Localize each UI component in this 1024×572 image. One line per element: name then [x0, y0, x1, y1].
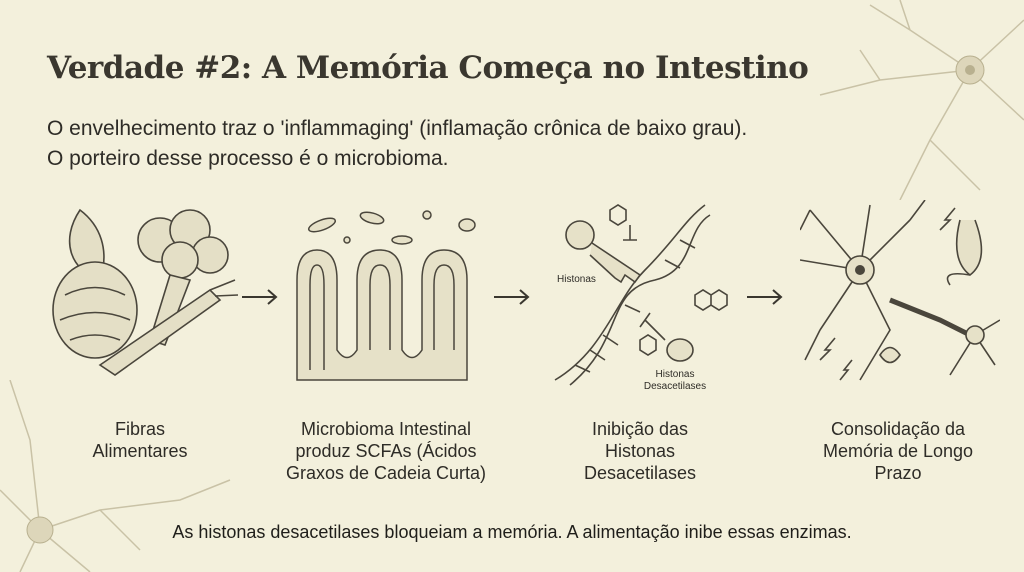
caption-line: Prazo	[874, 463, 922, 483]
subtitle-line-1: O envelhecimento traz o 'inflammaging' (…	[47, 117, 748, 140]
hdac-label-line-2: Desacetilases	[644, 381, 706, 390]
step-caption-fibras: Fibras Alimentares	[20, 418, 260, 462]
caption-line: Graxos de Cadeia Curta)	[285, 463, 487, 483]
caption-line: Desacetilases	[583, 463, 697, 483]
caption-line: Microbioma Intestinal	[300, 419, 472, 439]
arrow-right-icon	[242, 289, 278, 305]
neuron-decoration-top-right-icon	[819, 0, 1024, 200]
arrow-right-icon	[747, 289, 783, 305]
step-caption-consolidacao: Consolidação da Memória de Longo Prazo	[778, 418, 1018, 484]
caption-line: Alimentares	[92, 441, 188, 461]
caption-line: Consolidação da	[830, 419, 966, 439]
caption-line: Memória de Longo	[822, 441, 974, 461]
dna-key-icon: Histonas Histonas Desacetilases	[554, 204, 728, 390]
subtitle-line-2: O porteiro desse processo é o microbioma…	[47, 147, 449, 170]
step-caption-inibicao: Inibição das Histonas Desacetilases	[520, 418, 760, 484]
histonas-label: Histonas	[557, 274, 596, 285]
caption-line: produz SCFAs (Ácidos	[295, 441, 477, 461]
arrow-right-icon	[494, 289, 530, 305]
footer-note: As histonas desacetilases bloqueiam a me…	[172, 522, 852, 542]
hdac-label-line-1: Histonas	[656, 369, 695, 380]
caption-line: Fibras	[114, 419, 165, 439]
gut-microbiome-icon	[296, 210, 476, 381]
step-caption-microbioma: Microbioma Intestinal produz SCFAs (Ácid…	[266, 418, 506, 484]
neuron-decoration-bottom-left-icon	[0, 380, 231, 572]
caption-line: Inibição das	[591, 419, 689, 439]
caption-line: Histonas	[604, 441, 676, 461]
page-title: Verdade #2: A Memória Começa no Intestin…	[47, 50, 809, 86]
neurons-icon	[800, 200, 1000, 381]
vegetables-icon	[52, 208, 239, 376]
